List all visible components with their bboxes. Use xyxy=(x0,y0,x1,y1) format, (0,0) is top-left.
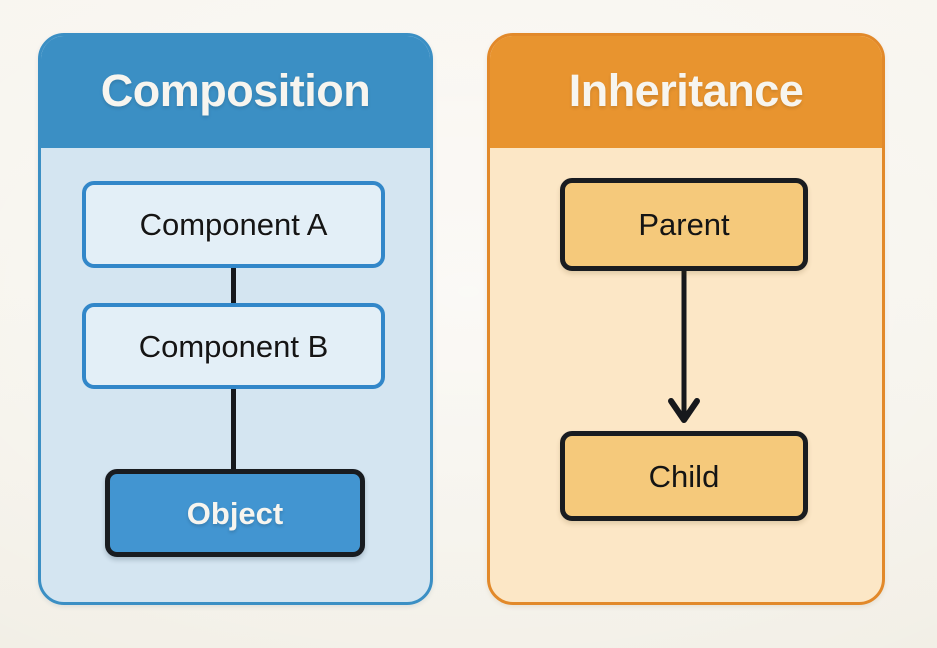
node-parent-label: Parent xyxy=(638,207,730,242)
arrow-head-icon xyxy=(668,398,700,423)
panel-composition-header: Composition xyxy=(41,36,430,148)
node-component-b[interactable]: Component B xyxy=(82,303,385,389)
edge-component-a-to-component-b xyxy=(231,266,236,305)
edge-parent-to-child-arrow xyxy=(668,268,700,423)
node-object[interactable]: Object xyxy=(105,469,365,557)
node-parent[interactable]: Parent xyxy=(560,178,808,271)
node-child[interactable]: Child xyxy=(560,431,808,521)
node-component-a-label: Component A xyxy=(139,207,328,242)
edge-component-b-to-object xyxy=(231,387,236,471)
node-child-label: Child xyxy=(648,458,720,494)
panel-inheritance-header: Inheritance xyxy=(490,36,882,148)
panel-inheritance-title: Inheritance xyxy=(568,65,804,116)
node-component-a[interactable]: Component A xyxy=(82,181,385,268)
node-component-b-label: Component B xyxy=(138,328,329,364)
panel-composition-title: Composition xyxy=(100,65,371,116)
node-object-label: Object xyxy=(186,495,284,531)
